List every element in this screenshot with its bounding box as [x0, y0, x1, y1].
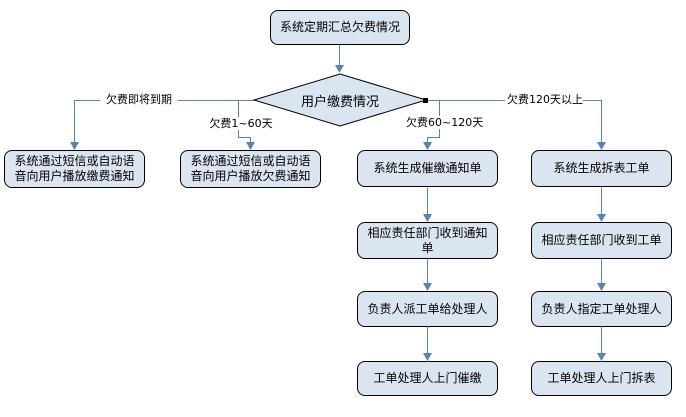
arrowhead-col4 — [597, 142, 606, 150]
node-play-payment-notice: 系统通过短信或自动语音向用户播放缴费通知 — [4, 150, 145, 188]
node-handler-door-collection: 工单处理人上门催缴 — [357, 361, 498, 396]
arrowhead-col3 — [423, 142, 432, 150]
node-designate-order-handler: 负责人指定工单处理人 — [531, 291, 672, 327]
node-decision: 用户缴费情况 — [300, 94, 379, 110]
node-start: 系统定期汇总欠费情况 — [270, 10, 410, 45]
branch-label-days-120-plus: 欠费120天以上 — [505, 93, 583, 106]
node-dept-receive-order: 相应责任部门收到工单 — [531, 222, 672, 259]
branch-label-days-60-120: 欠费60~120天 — [404, 116, 484, 129]
connector-due-soon — [74, 100, 254, 142]
node-handler-door-removal: 工单处理人上门拆表 — [531, 361, 672, 396]
arrowhead-decision — [335, 65, 344, 73]
node-generate-removal-order: 系统生成拆表工单 — [531, 150, 672, 187]
node-assign-order-to-handler: 负责人派工单给处理人 — [357, 291, 498, 327]
arrowhead-col2 — [246, 142, 255, 150]
node-dept-receive-notice: 相应责任部门收到通知单 — [357, 222, 498, 259]
branch-label-due-soon: 欠费即将到期 — [100, 93, 178, 106]
arrowhead-col4-c — [597, 283, 606, 291]
arrowhead-col3-d — [423, 353, 432, 361]
arrowhead-col3-b — [423, 214, 432, 222]
arrowhead-col4-d — [597, 353, 606, 361]
arrowhead-col1 — [70, 142, 79, 150]
decision-diamond-shape — [252, 73, 428, 127]
arrowhead-col4-b — [597, 214, 606, 222]
node-play-arrears-notice: 系统通过短信或自动语音向用户播放欠费通知 — [180, 150, 321, 188]
branch-label-days-1-60: 欠费1~60天 — [206, 117, 276, 130]
junction-dot — [423, 98, 428, 103]
arrowhead-col3-c — [423, 283, 432, 291]
node-generate-collection-notice: 系统生成催缴通知单 — [357, 150, 498, 187]
connector-days-120-plus — [426, 100, 602, 142]
